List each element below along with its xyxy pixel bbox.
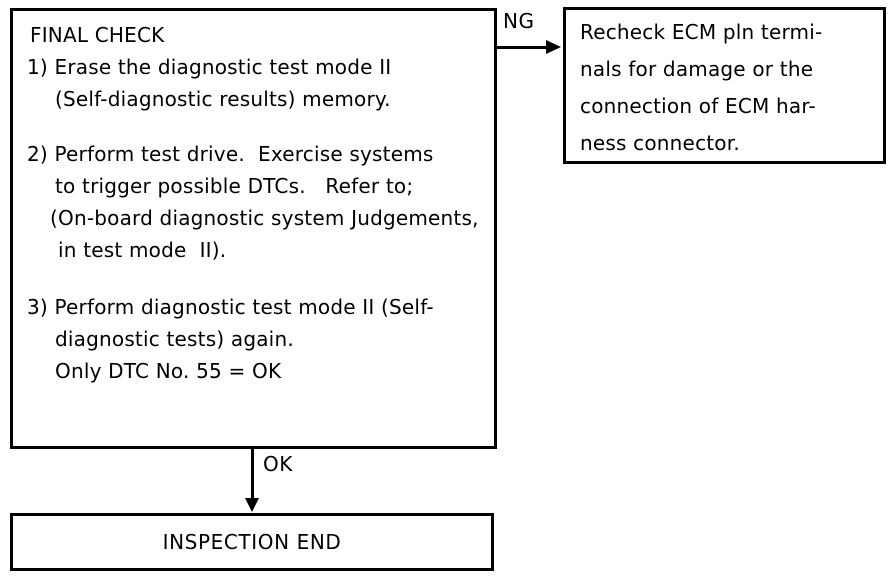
ng-arrowhead-icon bbox=[546, 40, 561, 54]
spacer bbox=[13, 266, 494, 291]
recheck-line: ness connector. bbox=[580, 131, 740, 155]
step-3-line: diagnostic tests) again. bbox=[55, 327, 294, 351]
inspection-end-label: INSPECTION END bbox=[162, 530, 342, 554]
inspection-end-box: INSPECTION END bbox=[10, 513, 494, 571]
step-2-line: in test mode II). bbox=[58, 238, 227, 262]
final-check-box: FINAL CHECK 1) Erase the diagnostic test… bbox=[10, 8, 497, 449]
ok-branch-label: OK bbox=[263, 452, 293, 476]
ok-arrow-line bbox=[251, 448, 254, 499]
final-check-title: FINAL CHECK bbox=[30, 23, 165, 47]
spacer bbox=[13, 115, 494, 138]
recheck-line: Recheck ECM pln termi- bbox=[580, 20, 823, 44]
ng-branch-label: NG bbox=[503, 9, 535, 33]
recheck-line: connection of ECM har- bbox=[580, 94, 816, 118]
step-2-line: to trigger possible DTCs. Refer to; bbox=[55, 174, 414, 198]
step-3-line: Only DTC No. 55 = OK bbox=[55, 359, 282, 383]
ng-arrow-line bbox=[496, 46, 547, 49]
step-2-line: 2) Perform test drive. Exercise systems bbox=[27, 142, 434, 166]
step-2-line: (On-board diagnostic system Judgements, bbox=[50, 206, 479, 230]
ok-arrowhead-icon bbox=[245, 498, 259, 512]
recheck-line: nals for damage or the bbox=[580, 57, 814, 81]
step-3-line: 3) Perform diagnostic test mode II (Self… bbox=[27, 295, 434, 319]
step-1-line: 1) Erase the diagnostic test mode II bbox=[27, 55, 392, 79]
recheck-box: Recheck ECM pln termi- nals for damage o… bbox=[563, 7, 886, 164]
step-1-line: (Self-diagnostic results) memory. bbox=[55, 87, 391, 111]
